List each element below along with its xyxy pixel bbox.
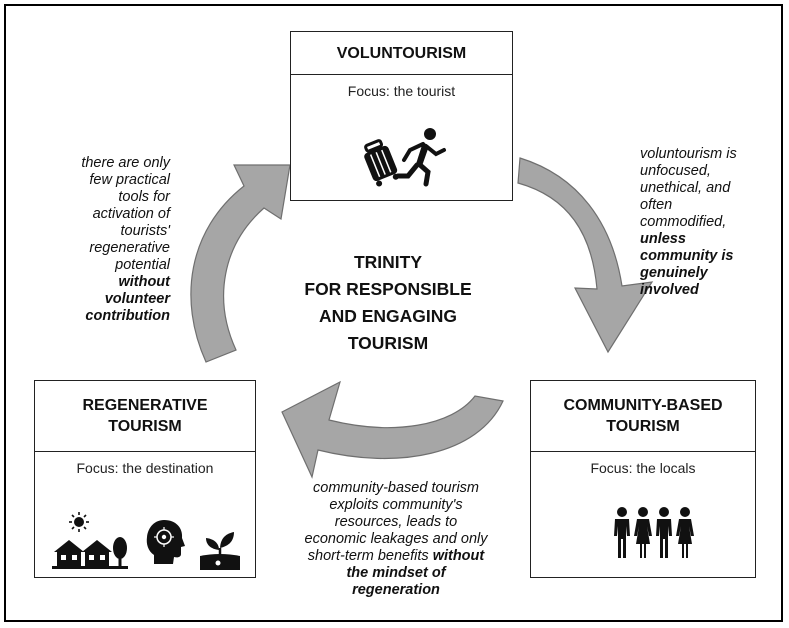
bottom-note-text: short-term benefits: [307, 548, 433, 564]
left-note-line: potential: [115, 257, 170, 273]
right-note-emphasis: genuinely: [640, 265, 708, 281]
bottom-note-emphasis: regeneration: [352, 582, 440, 598]
right-note-emphasis: unless: [640, 231, 686, 247]
community-box: COMMUNITY-BASED TOURISM Focus: the local…: [530, 380, 756, 578]
people-group-icon: [614, 507, 694, 558]
voluntourism-title: VOLUNTOURISM: [291, 32, 512, 75]
bottom-note-line: resources, leads to: [334, 514, 458, 530]
bottom-note-line: short-term benefits without: [268, 548, 524, 565]
regenerative-focus: Focus: the destination: [76, 460, 214, 476]
bottom-note-line: community-based tourism: [313, 480, 479, 496]
left-note-line: there are only: [81, 155, 170, 171]
left-note-emphasis: without: [118, 274, 170, 290]
left-note-line: tools for: [118, 189, 170, 205]
center-title: TRINITY FOR RESPONSIBLE AND ENGAGING TOU…: [304, 252, 472, 353]
head-mind-icon: [146, 520, 185, 564]
bottom-note-line: economic leakages and only: [304, 531, 488, 547]
bottom-note-line: exploits community's: [329, 497, 463, 513]
traveler-with-suitcase-icon: [364, 128, 446, 187]
right-note-line: often: [640, 197, 673, 213]
right-note-line: unfocused,: [640, 163, 711, 179]
voluntourism-focus: Focus: the tourist: [347, 83, 456, 99]
left-note-emphasis: contribution: [85, 308, 170, 324]
seedling-icon: [200, 532, 240, 570]
left-note-line: regenerative: [89, 240, 170, 256]
arrow-community-to-regenerative: [281, 380, 504, 479]
left-note: there are only few practical tools for a…: [36, 155, 170, 325]
right-note-line: commodified,: [640, 214, 727, 230]
sun-houses-tree-icon: [52, 512, 128, 569]
bottom-note-emphasis: without: [432, 548, 485, 564]
bottom-note-emphasis: the mindset of: [346, 565, 446, 581]
arrow-voluntourism-to-community: [517, 157, 654, 354]
community-title: COMMUNITY-BASED TOURISM: [531, 381, 755, 452]
right-note-emphasis: involved: [640, 282, 699, 298]
bottom-note: community-based tourism exploits communi…: [268, 480, 524, 599]
diagram-frame: [4, 4, 783, 622]
voluntourism-box: VOLUNTOURISM Focus: the tourist: [290, 31, 513, 201]
community-focus: Focus: the locals: [590, 460, 696, 476]
left-note-line: tourists': [120, 223, 170, 239]
right-note-line: voluntourism is: [640, 146, 737, 162]
arrow-regenerative-to-voluntourism: [190, 164, 291, 363]
right-note: voluntourism is unfocused, unethical, an…: [640, 146, 778, 299]
right-note-line: unethical, and: [640, 180, 731, 196]
regenerative-title: REGENERATIVE TOURISM: [35, 381, 255, 452]
left-note-line: activation of: [92, 206, 170, 222]
left-note-line: few practical: [89, 172, 170, 188]
right-note-emphasis: community is: [640, 248, 734, 264]
left-note-emphasis: volunteer: [104, 291, 170, 307]
